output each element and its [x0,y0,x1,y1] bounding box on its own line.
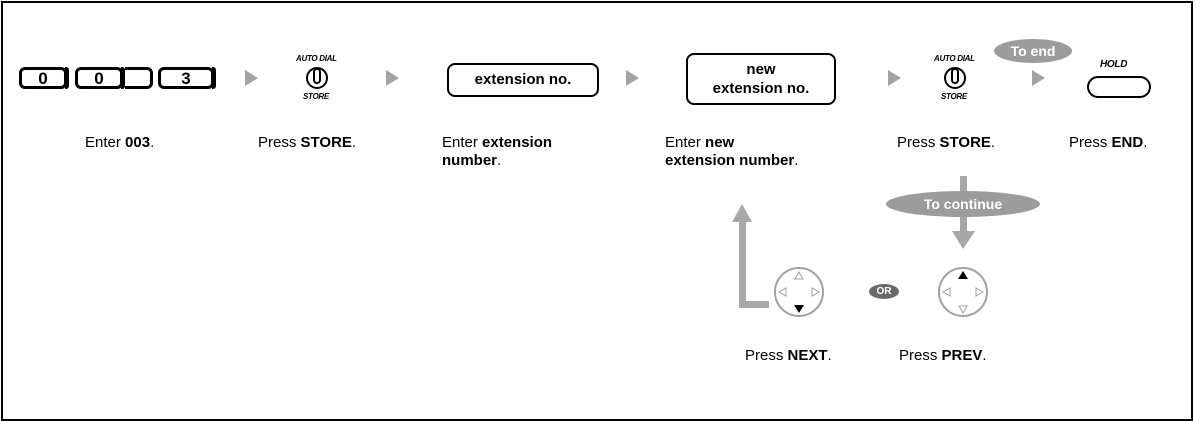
hold-label: HOLD [1100,59,1128,70]
key-0-first: 0 [19,67,69,89]
store-button-1: AUTO DIAL STORE [296,54,337,101]
hold-button [1087,76,1151,98]
store-button-icon-2 [944,67,966,89]
key-0-second-edge [125,67,153,89]
caption-press-next: Press NEXT. [745,347,832,364]
caption-press-store-1: Press STORE. [258,134,357,151]
caption-press-prev: Press PREV. [899,347,987,364]
new-extension-no-box: new extension no. [686,53,836,105]
or-badge: OR [869,284,899,299]
caption-press-end: Press END. [1069,134,1148,151]
arrow-right-1 [245,70,258,86]
caption-enter-003: Enter 003. [85,134,155,151]
next-navigator [774,267,824,317]
loop-horizontal-bar [739,301,769,308]
prev-navigator [938,267,988,317]
continue-down-arrowhead [952,231,975,249]
arrow-right-3 [626,70,639,86]
extension-no-box: extension no. [447,63,599,97]
store-button-icon-1 [306,67,328,89]
caption-enter-new-extension-number: Enter new extension number. [665,134,799,169]
arrow-right-4 [888,70,901,86]
caption-press-store-2: Press STORE. [897,134,996,151]
loop-vertical-bar [739,221,746,308]
key-3: 3 [158,67,216,89]
loop-up-arrowhead [732,204,752,222]
arrow-right-2 [386,70,399,86]
store-button-2: AUTO DIAL STORE [934,54,975,101]
key-0-second: 0 [75,67,125,89]
to-continue-badge: To continue [886,191,1040,217]
caption-enter-extension-number: Enter extension number. [442,134,553,169]
arrow-right-5 [1032,70,1045,86]
to-end-badge: To end [994,39,1072,63]
